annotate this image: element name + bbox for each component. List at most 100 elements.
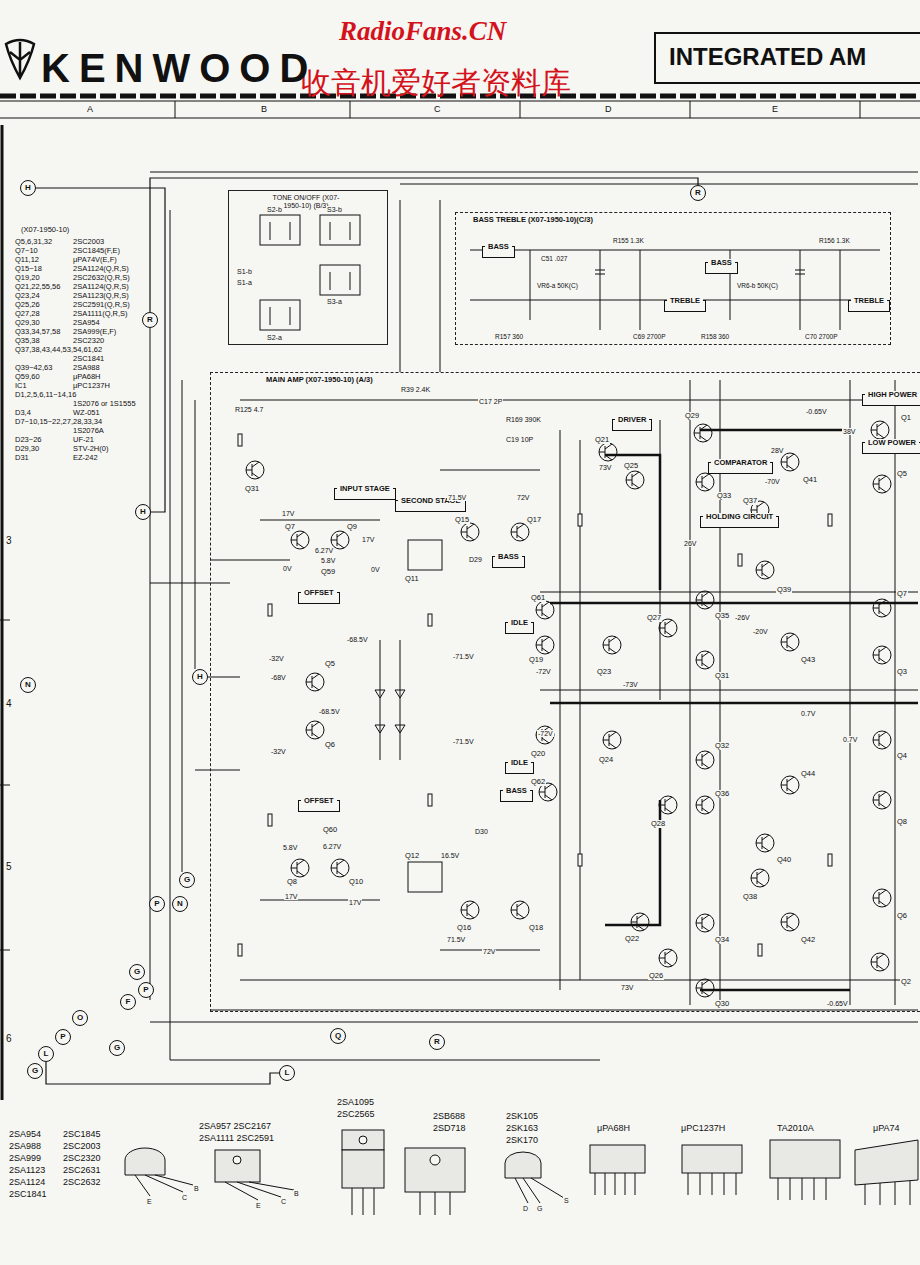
schematic-label: 38V (842, 428, 856, 435)
block-label-box: HOLDING CIRCUIT (700, 516, 779, 528)
schematic-label: VR6-b 50K(C) (736, 283, 779, 290)
block-name: BASS (485, 243, 512, 251)
schematic-label: C70 2700P (804, 334, 839, 341)
schematic-label: -32V (268, 655, 285, 662)
schematic-label: Q2 (900, 978, 912, 986)
connector-circle: G (179, 872, 195, 888)
block-label-box: OFFSET (298, 592, 340, 604)
parts-list-entry: EZ-242 (72, 454, 99, 462)
parts-list-entry: (X07-1950-10) (20, 226, 70, 234)
package-label: 2SA1111 2SC2591 (198, 1134, 275, 1143)
connector-circle: Q (330, 1028, 346, 1044)
schematic-label: Q26 (648, 972, 664, 980)
schematic-label: Q6 (896, 912, 908, 920)
block-label-box: COMPARATOR (708, 462, 773, 474)
schematic-label: Q62 (530, 778, 546, 786)
block-label-box: BASS (705, 262, 738, 274)
parts-list-entry: μPC1237H (72, 382, 111, 390)
schematic-label: Q7 (896, 590, 908, 598)
connector-letter: R (695, 188, 701, 197)
package-label: 2SD718 (432, 1124, 467, 1133)
schematic-label: -72V (537, 730, 554, 737)
schematic-label: Q43 (800, 656, 816, 664)
connector-letter: P (154, 899, 159, 908)
schematic-label: S2-b (266, 206, 283, 213)
schematic-label: 72V (516, 494, 530, 501)
schematic-label: -32V (270, 748, 287, 755)
schematic-label: -73V (622, 681, 639, 688)
parts-list-entry: Q33,34,57,58 (14, 328, 61, 336)
parts-list-entry: Q35,38 (14, 337, 41, 345)
package-label: 2SA1095 (336, 1098, 375, 1107)
schematic-label: 73V (620, 984, 634, 991)
parts-list-entry: D1,2,5,6,11~14,16 (14, 391, 77, 399)
schematic-label: C51 .027 (540, 256, 568, 263)
connector-letter: L (44, 1049, 49, 1058)
pin-label: S (563, 1197, 570, 1204)
block-label-box: BASS (492, 556, 525, 568)
schematic-label: Q4 (896, 752, 908, 760)
wire-connector (150, 178, 698, 312)
pin-label: G (536, 1205, 543, 1212)
schematic-label: Q37 (742, 497, 758, 505)
schematic-label: R39 2.4K (400, 386, 431, 393)
schematic-label: Q24 (598, 756, 614, 764)
parts-list-entry: μPA68H (72, 373, 102, 381)
schematic-label: 0.7V (800, 710, 816, 717)
package-label: 2SC2565 (336, 1110, 376, 1119)
schematic-label: D29 (468, 556, 483, 563)
package-label: 2SA954 (8, 1130, 42, 1139)
schematic-label: Q1 (900, 414, 912, 422)
schematic-label: Q38 (742, 893, 758, 901)
connector-letter: H (197, 672, 203, 681)
schematic-label: Q44 (800, 770, 816, 778)
connector-circle: H (192, 669, 208, 685)
schematic-label: Q39 (776, 586, 792, 594)
parts-list-entry: IC1 (14, 382, 28, 390)
schematic-label: Q41 (802, 476, 818, 484)
parts-list-entry: STV-2H(0) (72, 445, 109, 453)
parts-list-entry: Q59,60 (14, 373, 41, 381)
grid-letter: C (433, 105, 442, 114)
package-label: 2SC2003 (62, 1142, 102, 1151)
schematic-label: Q27 (646, 614, 662, 622)
schematic-label: -72V (535, 668, 552, 675)
pin-label: C (280, 1198, 287, 1205)
schematic-label: -70V (764, 478, 781, 485)
package-label: 2SK170 (505, 1136, 539, 1145)
schematic-label: Q5 (324, 660, 336, 668)
schematic-label: R158 360 (700, 334, 730, 341)
schematic-label: Q28 (650, 820, 666, 828)
parts-list-entry: UF-21 (72, 436, 95, 444)
parts-list-entry: 2SC2591(Q,R,S) (72, 301, 131, 309)
pin-label: B (293, 1190, 300, 1197)
connector-circle: N (172, 896, 188, 912)
package-label: 2SA999 (8, 1154, 42, 1163)
connector-letter: R (147, 315, 153, 324)
parts-list-entry: Q19,20 (14, 274, 41, 282)
block-label-box: INPUT STAGE (334, 488, 396, 500)
connector-circle: H (20, 180, 36, 196)
schematic-label: Q20 (530, 750, 546, 758)
schematic-label: 5.8V (282, 844, 298, 851)
schematic-label: 72V (482, 948, 496, 955)
package-label: 2SC2320 (62, 1154, 102, 1163)
parts-list-entry: Q37,38,43,44,53,54,61,62 (14, 346, 103, 354)
pin-label: D (522, 1205, 529, 1212)
schematic-label: C19 10P (505, 436, 534, 443)
grid-number: 5 (5, 862, 13, 872)
grid-number: 6 (5, 1034, 13, 1044)
schematic-label: Q30 (714, 1000, 730, 1008)
schematic-label: Q23 (596, 668, 612, 676)
schematic-label: D30 (474, 828, 489, 835)
block-name: OFFSET (301, 797, 337, 805)
watermark: 收音机爱好者资料库 (300, 68, 572, 98)
schematic-label: Q7 (284, 523, 296, 531)
package-label: TA2010A (776, 1124, 815, 1133)
parts-list-entry: 2SA988 (72, 364, 101, 372)
grid-letter: B (260, 105, 268, 114)
schematic-label: S3-b (326, 206, 343, 213)
parts-list-entry: 2SA1123(Q,R,S) (72, 292, 130, 300)
schematic-label: 71.5V (446, 936, 466, 943)
schematic-label: -0.65V (826, 1000, 849, 1007)
